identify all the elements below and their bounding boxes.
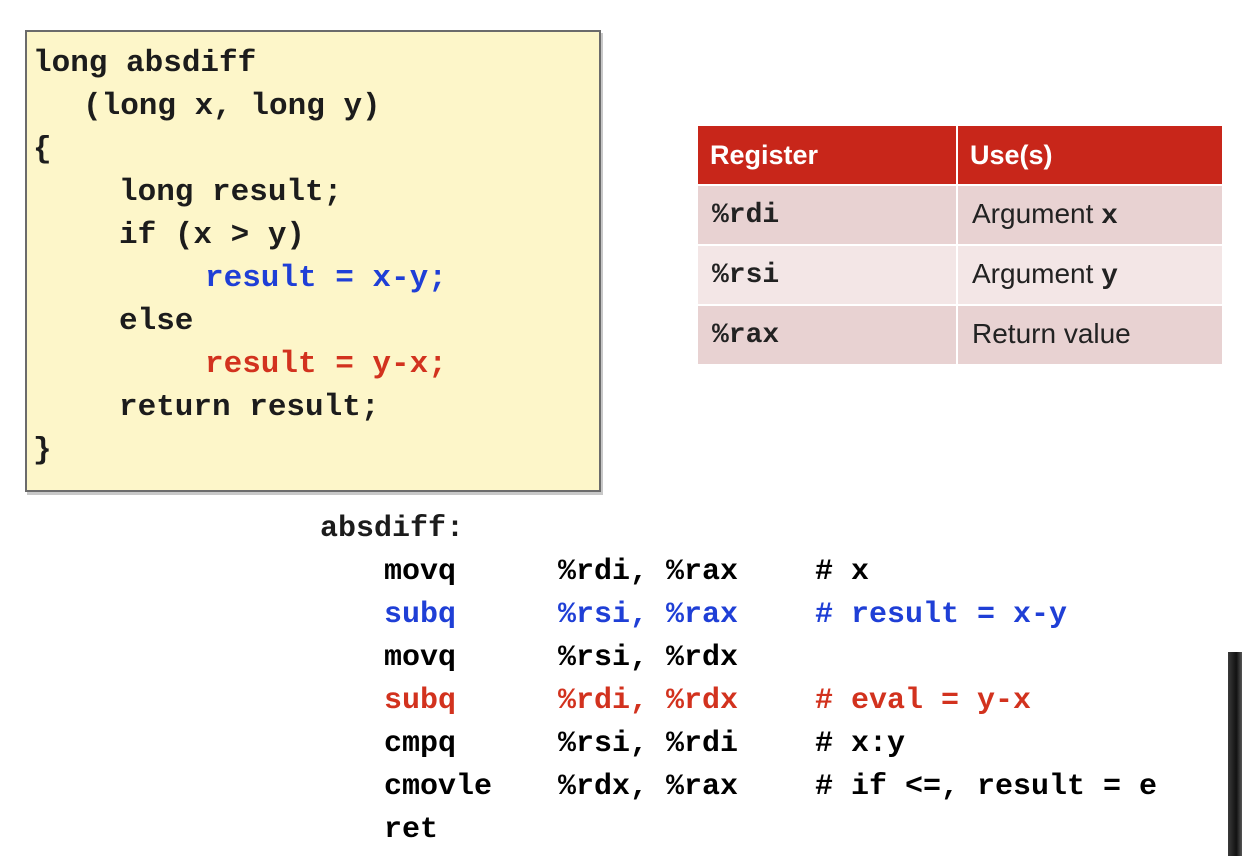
code-line: long absdiff <box>33 46 257 81</box>
table-row: %rax Return value <box>698 304 1222 364</box>
register-name: %rax <box>698 304 958 364</box>
asm-comment: # x:y <box>815 727 906 761</box>
header-register: Register <box>698 126 958 184</box>
asm-op: subq <box>384 684 457 718</box>
register-use: Argument y <box>958 244 1222 304</box>
code-line: { <box>33 132 52 167</box>
use-variable: x <box>1101 201 1118 232</box>
register-name: %rdi <box>698 184 958 244</box>
register-name: %rsi <box>698 244 958 304</box>
asm-op: cmovle <box>384 770 493 804</box>
use-text: Argument <box>972 198 1102 229</box>
asm-args: %rdi, %rdx <box>558 684 739 718</box>
register-table: Register Use(s) %rdi Argument x %rsi Arg… <box>698 126 1222 364</box>
header-uses: Use(s) <box>958 126 1222 184</box>
code-line: if (x > y) <box>119 218 306 253</box>
code-line-highlight-blue: result = x-y; <box>205 261 447 296</box>
asm-args: %rdi, %rax <box>558 555 739 589</box>
table-row: %rsi Argument y <box>698 244 1222 304</box>
asm-op: ret <box>384 813 439 847</box>
video-overlay-edge <box>1228 652 1242 856</box>
assembly-label: absdiff: <box>320 512 465 546</box>
code-line: return result; <box>119 390 380 425</box>
use-text: Return value <box>972 318 1131 349</box>
asm-op: subq <box>384 598 457 632</box>
asm-op: cmpq <box>384 727 457 761</box>
asm-op: movq <box>384 555 457 589</box>
asm-args: %rsi, %rdi <box>558 727 739 761</box>
c-code-box: long absdiff (long x, long y) { long res… <box>25 30 601 492</box>
asm-comment: # if <=, result = e <box>815 770 1158 804</box>
table-row: %rdi Argument x <box>698 184 1222 244</box>
code-line: long result; <box>119 175 343 210</box>
register-use: Argument x <box>958 184 1222 244</box>
asm-comment: # result = x-y <box>815 598 1068 632</box>
asm-args: %rdx, %rax <box>558 770 739 804</box>
asm-comment: # x <box>815 555 870 589</box>
code-line: else <box>119 304 194 339</box>
use-text: Argument <box>972 258 1102 289</box>
register-table-header: Register Use(s) <box>698 126 1222 184</box>
asm-args: %rsi, %rdx <box>558 641 739 675</box>
use-variable: y <box>1101 261 1118 292</box>
code-line: } <box>33 433 52 468</box>
asm-args: %rsi, %rax <box>558 598 739 632</box>
code-line: (long x, long y) <box>83 89 381 124</box>
code-line-highlight-red: result = y-x; <box>205 347 447 382</box>
asm-op: movq <box>384 641 457 675</box>
asm-comment: # eval = y-x <box>815 684 1032 718</box>
register-use: Return value <box>958 304 1222 364</box>
